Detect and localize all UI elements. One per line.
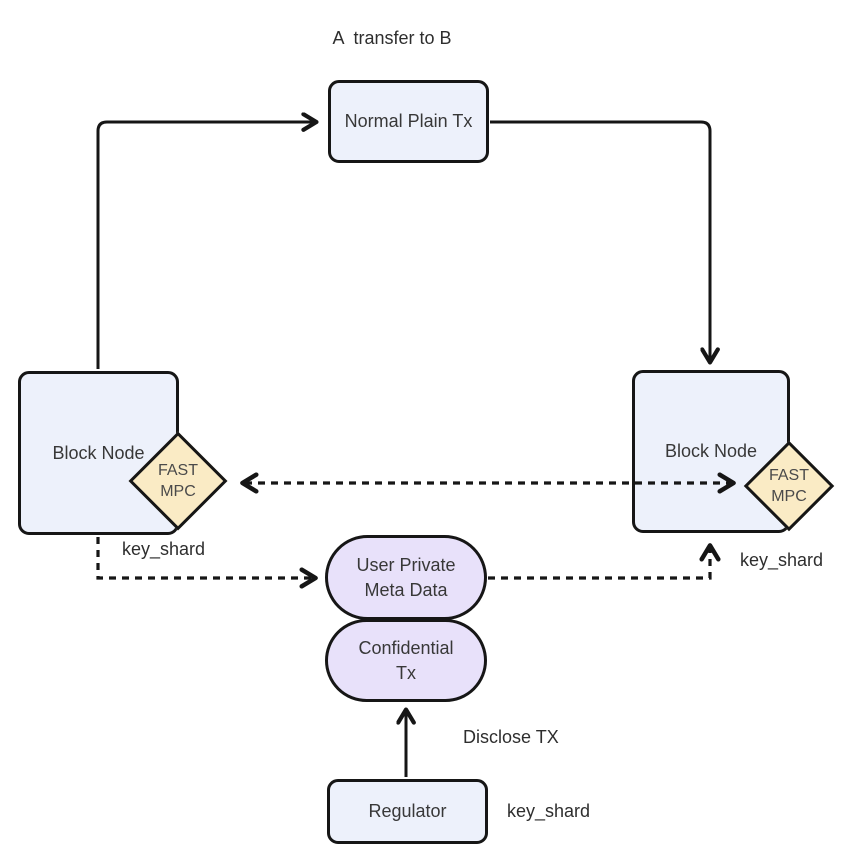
node-normal-plain-tx: Normal Plain Tx bbox=[328, 80, 489, 163]
label-key-shard-bottom: key_shard bbox=[507, 801, 591, 821]
label-disclose-tx: Disclose TX bbox=[463, 727, 559, 747]
node-block-node-right-label: Block Node bbox=[664, 441, 758, 461]
arrow-blocknode-left-to-normal-tx bbox=[96, 122, 314, 369]
node-regulator-label: Regulator bbox=[368, 801, 447, 821]
node-block-node-left: Block Node bbox=[18, 371, 179, 535]
dashed-arrow-user-meta-to-blocknode-right bbox=[488, 548, 710, 580]
node-confidential-tx-line2: Tx bbox=[396, 662, 416, 683]
node-confidential-tx-line1: Confidential bbox=[358, 637, 454, 658]
node-confidential-tx: Confidential Tx bbox=[325, 619, 487, 702]
node-user-private-meta-line1: User Private bbox=[356, 554, 456, 575]
node-fast-mpc-right-text: FAST MPC bbox=[756, 453, 822, 519]
diagram-title: A transfer to B bbox=[332, 28, 452, 48]
arrow-normal-tx-to-blocknode-right bbox=[490, 120, 710, 360]
node-fast-mpc-left-text: FAST MPC bbox=[142, 445, 214, 517]
node-fast-mpc-left: FAST MPC bbox=[128, 431, 228, 531]
label-key-shard-left: key_shard bbox=[122, 539, 206, 559]
fast-mpc-right-line2: MPC bbox=[771, 488, 807, 505]
node-normal-plain-tx-label: Normal Plain Tx bbox=[344, 111, 473, 131]
node-fast-mpc-right: FAST MPC bbox=[743, 440, 835, 532]
node-regulator: Regulator bbox=[327, 779, 488, 844]
fast-mpc-left-line2: MPC bbox=[160, 483, 196, 500]
node-user-private-meta-data: User Private Meta Data bbox=[325, 535, 487, 620]
label-key-shard-right: key_shard bbox=[740, 550, 824, 570]
node-user-private-meta-line2: Meta Data bbox=[364, 579, 448, 600]
fast-mpc-right-line1: FAST bbox=[768, 467, 809, 484]
fast-mpc-left-line1: FAST bbox=[157, 462, 198, 479]
node-block-node-left-label: Block Node bbox=[52, 442, 145, 463]
